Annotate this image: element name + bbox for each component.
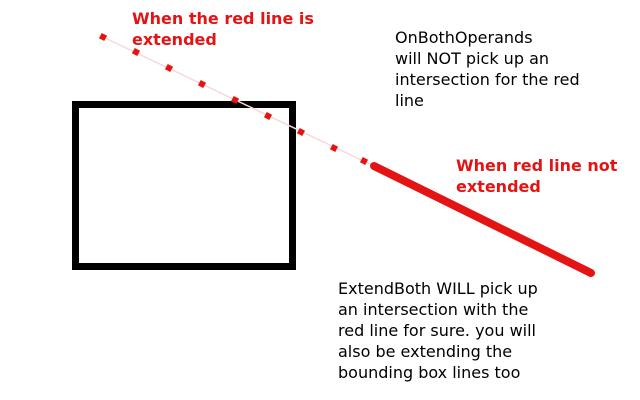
red-extension-dot xyxy=(263,111,273,121)
red-extension-dot xyxy=(164,63,174,73)
red-extension-dot xyxy=(131,47,141,57)
label-extendboth-note: ExtendBoth WILL pick up an intersection … xyxy=(338,279,538,382)
bounding-box xyxy=(72,101,296,270)
red-extension-dot xyxy=(98,32,108,42)
label-onbothoperands-note: OnBothOperands will NOT pick up an inter… xyxy=(395,28,580,110)
faint-extension-line xyxy=(102,36,375,167)
red-line xyxy=(370,162,595,277)
red-extension-dot xyxy=(296,127,306,137)
label-when-red-line-extended: When the red line is extended xyxy=(132,9,314,49)
label-when-red-line-not-extended: When red line not extended xyxy=(456,156,618,196)
red-extension-dot xyxy=(197,79,207,89)
red-extension-dot xyxy=(230,95,240,105)
red-extension-dot xyxy=(359,156,369,166)
red-extension-dot xyxy=(329,143,339,153)
